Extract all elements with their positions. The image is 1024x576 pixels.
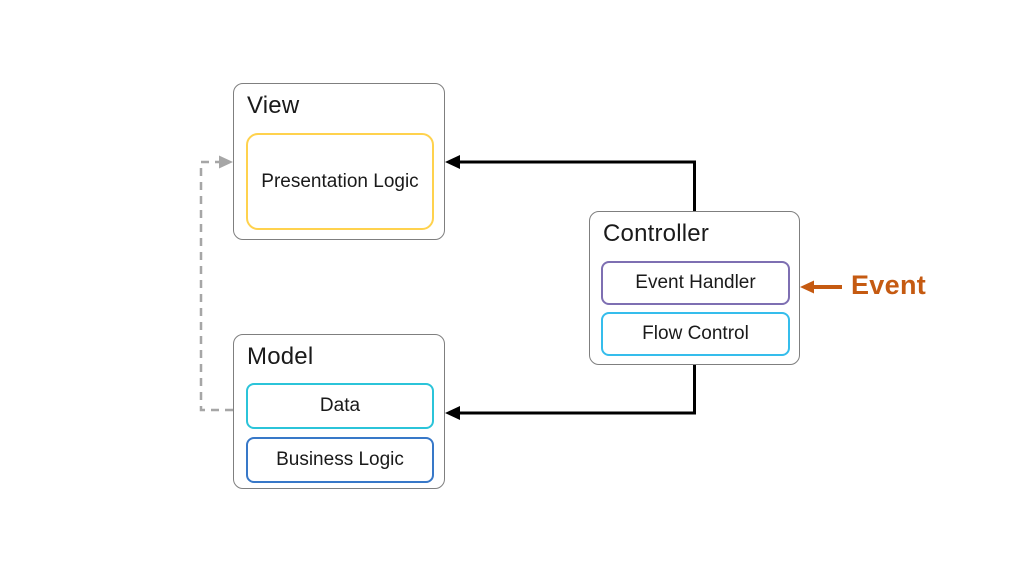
event-arrow	[800, 280, 842, 294]
model-title: Model	[247, 343, 314, 370]
controller-to-view-arrow	[445, 155, 696, 213]
controller-group-box: Controller Event Handler Flow Control	[589, 211, 800, 365]
view-group-box: View Presentation Logic	[233, 83, 445, 240]
event-handler-box: Event Handler	[601, 261, 790, 305]
model-group-box: Model Data Business Logic	[233, 334, 445, 489]
event-handler-label: Event Handler	[635, 272, 756, 293]
data-label: Data	[319, 395, 361, 416]
controller-title: Controller	[603, 220, 710, 247]
business-logic-label: Business Logic	[276, 449, 404, 470]
flow-control-box: Flow Control	[601, 312, 790, 356]
event-annotation-label: Event	[851, 270, 927, 300]
business-logic-box: Business Logic	[246, 437, 434, 483]
flow-control-label: Flow Control	[642, 323, 749, 344]
presentation-logic-box: Presentation Logic	[246, 133, 434, 230]
data-box: Data	[246, 383, 434, 429]
view-title: View	[247, 92, 300, 119]
presentation-logic-label: Presentation Logic	[261, 170, 419, 192]
controller-to-model-arrow	[445, 363, 696, 420]
model-to-view-dashed-arrow	[199, 155, 233, 412]
